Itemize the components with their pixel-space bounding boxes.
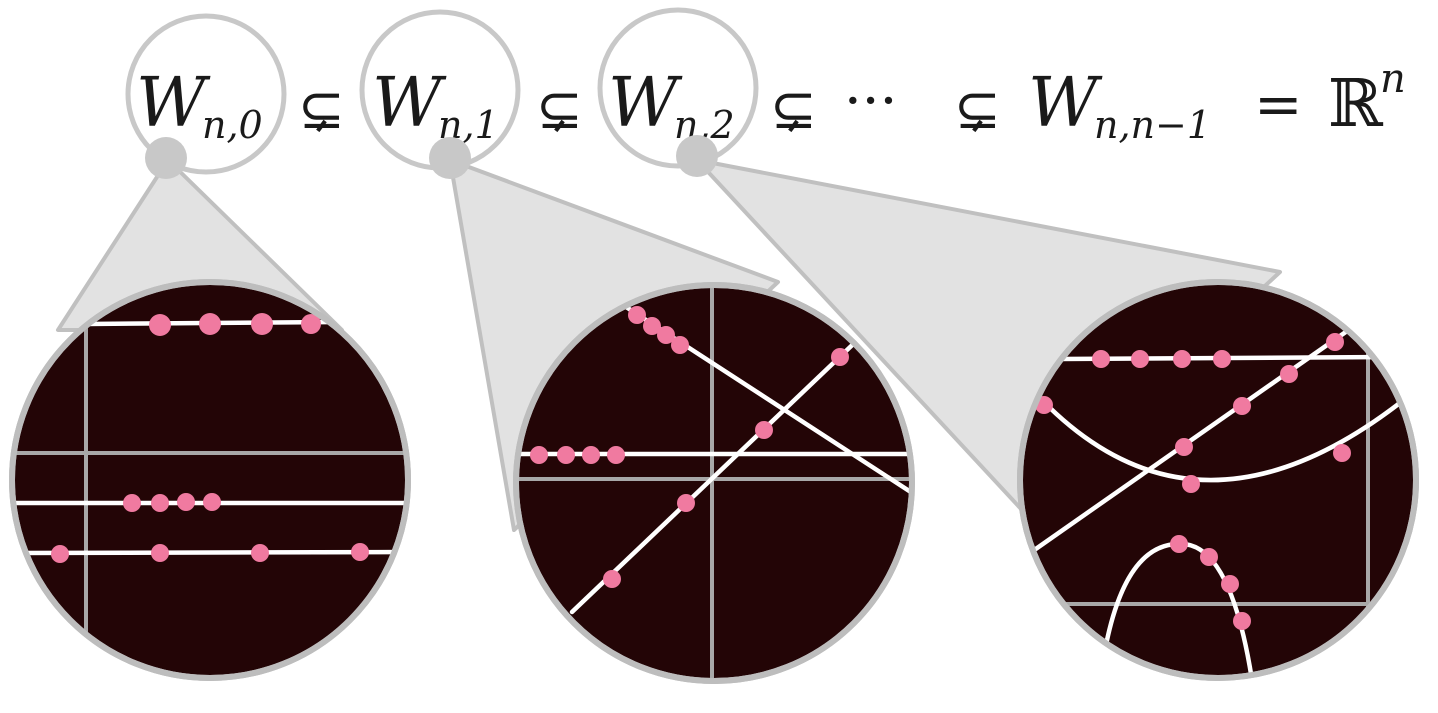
panel-3-point bbox=[1326, 333, 1344, 351]
panel-3-point bbox=[1131, 350, 1149, 368]
zoom-knob-2 bbox=[429, 137, 471, 179]
real-space-symbol: ℝ bbox=[1328, 65, 1384, 142]
panel-2-point bbox=[657, 326, 675, 344]
term-2-main: W bbox=[372, 64, 447, 143]
panel-3-point bbox=[1233, 397, 1251, 415]
panel-1-point bbox=[251, 313, 273, 335]
term-1-main: W bbox=[136, 64, 211, 143]
panel-1-line-bottom bbox=[12, 549, 408, 556]
subset-symbol-4: ⊊ bbox=[954, 77, 1001, 142]
panel-3-line-diagonal bbox=[1027, 319, 1363, 556]
panel-3-point bbox=[1175, 438, 1193, 456]
panel-1-point bbox=[301, 314, 321, 334]
panel-1-point bbox=[251, 544, 269, 562]
panel-1-point bbox=[51, 545, 69, 563]
panel-1-point bbox=[177, 493, 195, 511]
panel-1-point bbox=[199, 313, 221, 335]
subset-symbol-1: ⊊ bbox=[298, 77, 345, 142]
panel-3-point bbox=[1200, 548, 1218, 566]
panel-2-point bbox=[671, 336, 689, 354]
zoom-panel-2 bbox=[513, 282, 915, 684]
panel-1-point bbox=[123, 494, 141, 512]
panel-3-point bbox=[1280, 365, 1298, 383]
highlight-ring-1 bbox=[125, 13, 287, 175]
panel-2-point bbox=[628, 306, 646, 324]
panel-1-point bbox=[151, 544, 169, 562]
panel-2-point bbox=[677, 494, 695, 512]
panel-3-conic-upper bbox=[1025, 382, 1413, 483]
zoom-knob-1 bbox=[145, 137, 187, 179]
panel-3-point bbox=[1333, 444, 1351, 462]
equals-sign: = bbox=[1254, 70, 1303, 138]
panel-3-point bbox=[1182, 475, 1200, 493]
panel-2-point bbox=[603, 570, 621, 588]
panel-3-point bbox=[1213, 350, 1231, 368]
zoom-panel-1 bbox=[9, 279, 411, 681]
term-3-main: W bbox=[608, 64, 683, 143]
panel-2-point bbox=[643, 317, 661, 335]
panel-1-point bbox=[351, 543, 369, 561]
term-4-main: W bbox=[1028, 64, 1103, 143]
panel-1-point bbox=[203, 493, 221, 511]
term-4-sub: n,n−1 bbox=[1094, 103, 1211, 147]
panel-3-point bbox=[1170, 535, 1188, 553]
subset-symbol-3: ⊊ bbox=[770, 77, 817, 142]
real-space-exponent: n bbox=[1380, 56, 1406, 102]
highlight-ring-3 bbox=[597, 7, 759, 169]
zoom-knob-3 bbox=[676, 135, 718, 177]
ellipsis: ··· bbox=[844, 69, 897, 134]
panel-3-point bbox=[1233, 612, 1251, 630]
panel-2-point bbox=[530, 446, 548, 464]
subset-symbol-2: ⊊ bbox=[536, 77, 583, 142]
panel-2-point bbox=[831, 348, 849, 366]
formula: W n,0 ⊊ W n,1 ⊊ W n,2 ⊊ ··· ⊊ W n,n−1 = … bbox=[136, 56, 1406, 147]
panel-3-point bbox=[1092, 350, 1110, 368]
panel-2-point bbox=[582, 446, 600, 464]
term-1-sub: n,0 bbox=[202, 103, 263, 147]
panel-2-point bbox=[557, 446, 575, 464]
panel-2-point bbox=[607, 446, 625, 464]
panel-1-point bbox=[151, 494, 169, 512]
panel-3-point bbox=[1173, 350, 1191, 368]
zoom-panel-3 bbox=[1017, 279, 1419, 681]
panel-2-line-ascending bbox=[569, 327, 871, 615]
panel-2-point bbox=[755, 421, 773, 439]
panel-3-point bbox=[1221, 575, 1239, 593]
panel-1-point bbox=[149, 314, 171, 336]
